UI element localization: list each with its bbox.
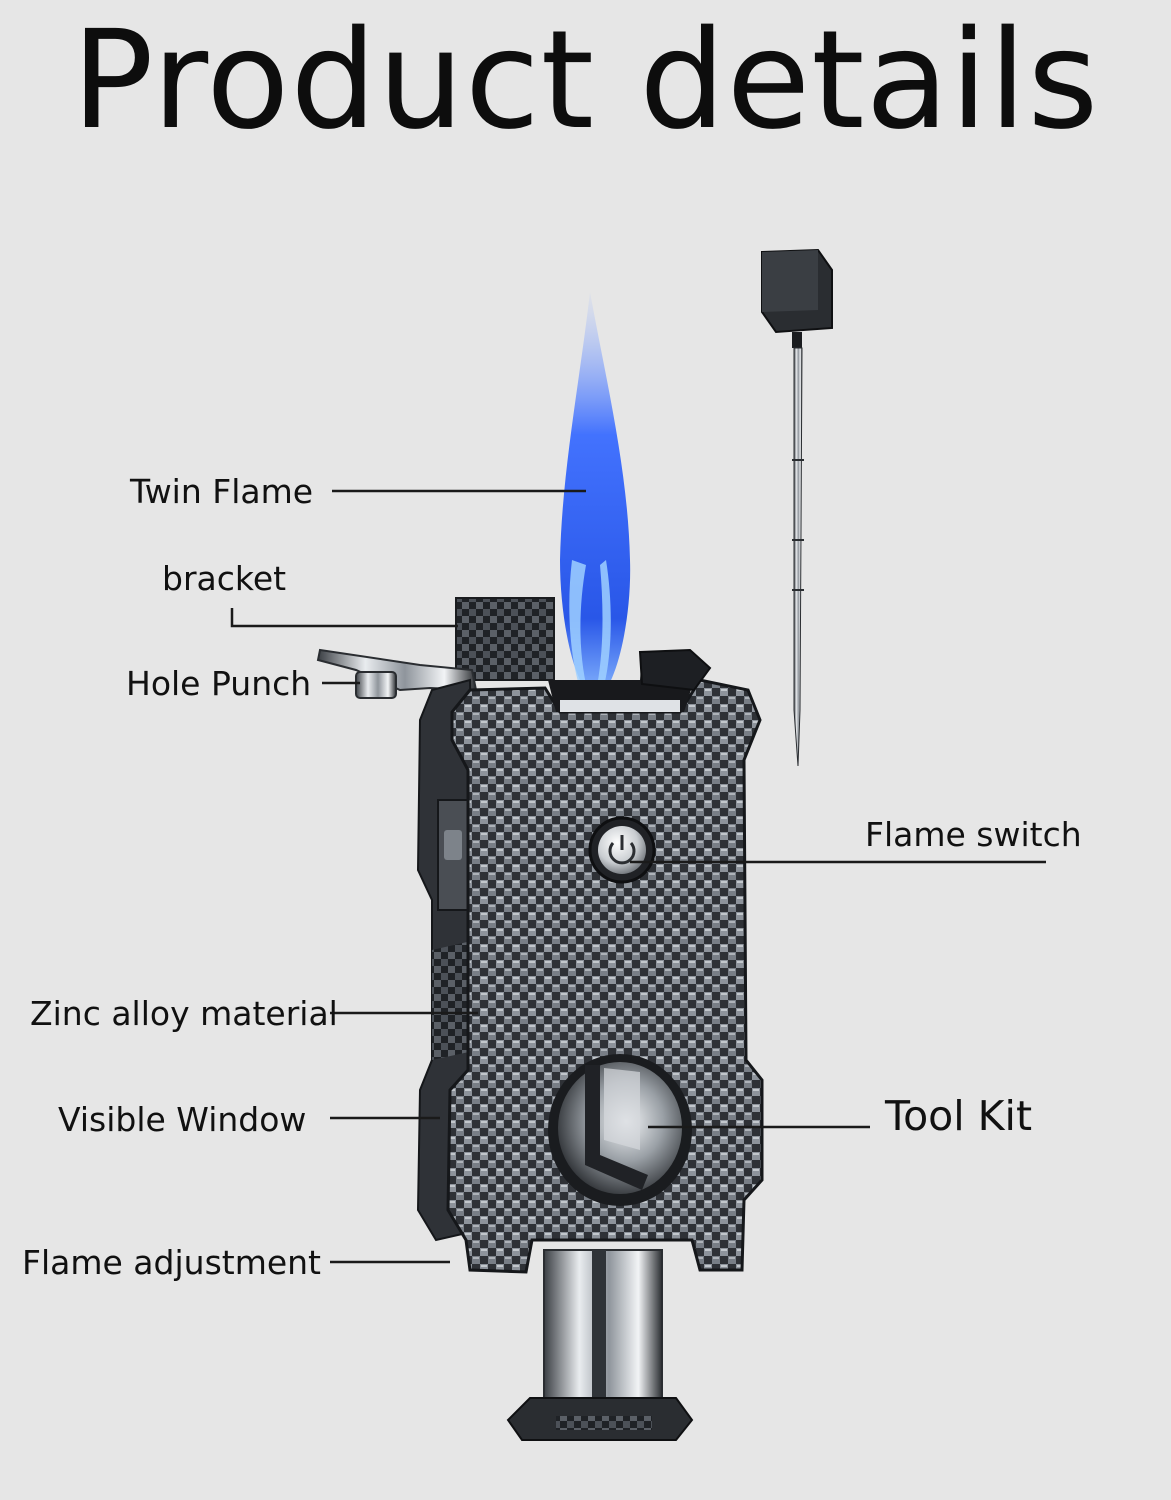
page-title: Product details (71, 2, 1100, 160)
callout-lines (230, 489, 1046, 1264)
hole-punch (316, 648, 478, 699)
lighter-stand (506, 1249, 694, 1441)
flame-switch (588, 816, 656, 884)
label-bracket: bracket (162, 559, 287, 598)
bracket (455, 597, 555, 681)
twin-flame (560, 292, 631, 700)
label-flame-switch: Flame switch (865, 815, 1082, 854)
label-flame-adjustment: Flame adjustment (22, 1243, 321, 1282)
label-hole-punch: Hole Punch (126, 664, 312, 703)
label-zinc-alloy: Zinc alloy material (30, 994, 338, 1033)
label-visible-window: Visible Window (58, 1100, 307, 1139)
bracket-line (230, 608, 458, 628)
tool-kit-cutter (548, 1054, 692, 1206)
label-tool-kit: Tool Kit (885, 1092, 1033, 1140)
poker-tool (761, 248, 833, 767)
label-twin-flame: Twin Flame (130, 472, 314, 511)
